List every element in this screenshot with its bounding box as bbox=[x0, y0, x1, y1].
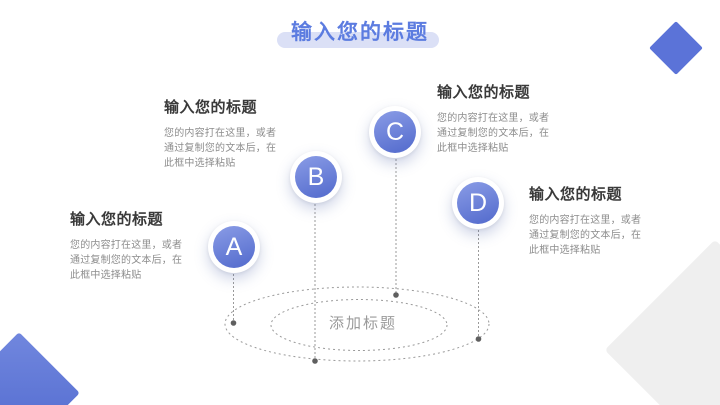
marker-b-letter: B bbox=[307, 162, 325, 191]
text-block-title: 输入您的标题 bbox=[70, 211, 164, 228]
marker-c-letter: C bbox=[385, 117, 405, 146]
marker-a-letter: A bbox=[225, 232, 243, 261]
text-block-title: 输入您的标题 bbox=[437, 84, 531, 101]
text-block-title: 输入您的标题 bbox=[529, 186, 623, 203]
text-block-b: 输入您的标题 您的内容打在这里，或者 通过复制您的文本后，在 此框中选择粘贴 bbox=[164, 100, 284, 171]
slide-title: 输入您的标题 bbox=[291, 21, 429, 44]
anchor-dot-a bbox=[230, 320, 237, 326]
text-block-title: 输入您的标题 bbox=[164, 99, 258, 116]
anchor-dot-c bbox=[393, 292, 399, 298]
text-block-d: 输入您的标题 您的内容打在这里，或者 通过复制您的文本后，在 此框中选择粘贴 bbox=[529, 187, 649, 258]
marker-d: D bbox=[452, 177, 504, 229]
marker-b: B bbox=[290, 151, 342, 203]
text-block-body: 您的内容打在这里，或者 通过复制您的文本后，在 此框中选择粘贴 bbox=[529, 215, 642, 256]
marker-a: A bbox=[208, 221, 260, 273]
title-highlight-pill bbox=[277, 32, 439, 48]
marker-d-bubble: D bbox=[457, 182, 499, 224]
center-title-placeholder: 添加标题 bbox=[328, 315, 397, 332]
text-block-body: 您的内容打在这里，或者 通过复制您的文本后，在 此框中选择粘贴 bbox=[164, 128, 277, 169]
marker-c: C bbox=[369, 106, 421, 158]
marker-d-letter: D bbox=[468, 188, 488, 217]
marker-a-bubble: A bbox=[213, 226, 255, 268]
text-block-c: 输入您的标题 您的内容打在这里，或者 通过复制您的文本后，在 此框中选择粘贴 bbox=[437, 85, 557, 156]
text-block-a: 输入您的标题 您的内容打在这里，或者 通过复制您的文本后，在 此框中选择粘贴 bbox=[70, 212, 190, 283]
marker-c-bubble: C bbox=[374, 111, 416, 153]
text-block-body: 您的内容打在这里，或者 通过复制您的文本后，在 此框中选择粘贴 bbox=[437, 113, 550, 154]
anchor-dot-b bbox=[312, 358, 318, 364]
marker-b-bubble: B bbox=[295, 156, 337, 198]
anchor-dot-d bbox=[475, 336, 482, 342]
diamond-decoration-bottom-left bbox=[0, 332, 80, 405]
text-block-body: 您的内容打在这里，或者 通过复制您的文本后，在 此框中选择粘贴 bbox=[70, 240, 183, 281]
diamond-decoration-bottom-right bbox=[604, 239, 720, 405]
